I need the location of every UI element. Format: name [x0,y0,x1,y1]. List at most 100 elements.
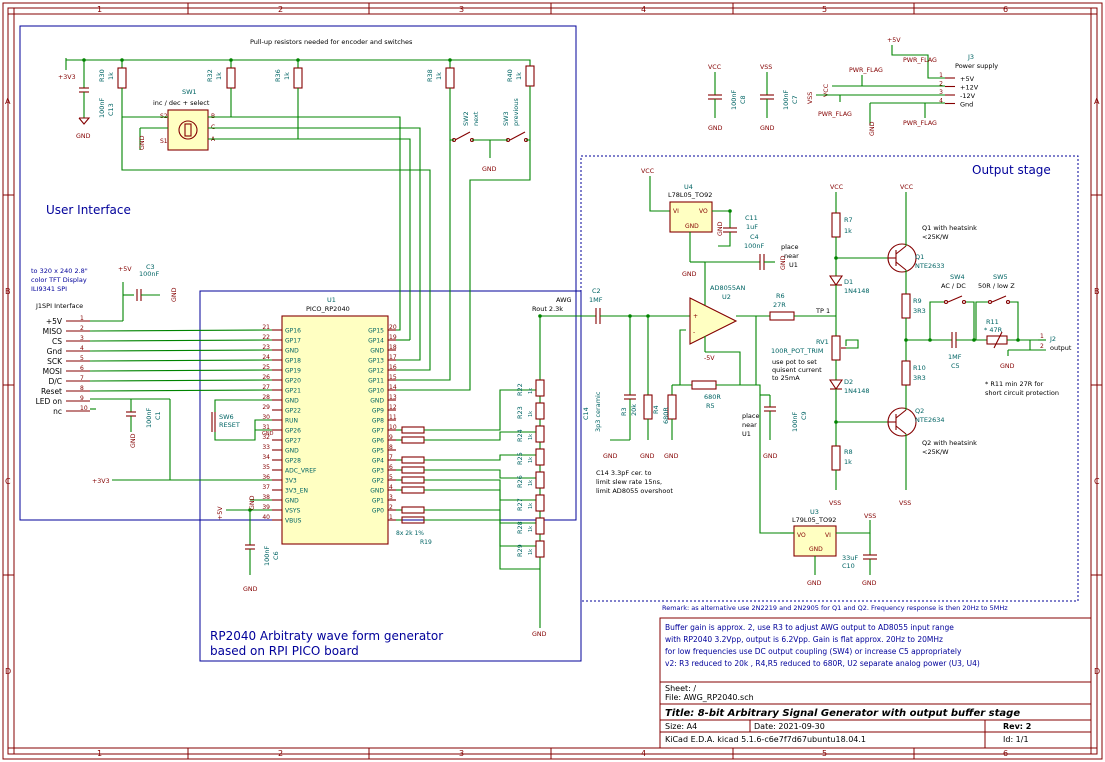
pico-left-pin-name: GP20 [285,378,301,385]
u4-ref: U4 [684,183,693,191]
u2-minus: - [693,329,695,336]
c4-value: 100nF [744,242,765,250]
pico-right-pin-name: GND [370,348,384,355]
r7-value: 1k [844,227,852,235]
j1-pin-number: 10 [80,405,88,412]
r19-wire-out [424,469,540,479]
switch-sw2: SW2 next [449,88,490,360]
ladder-resistor [535,448,545,466]
u3-vss: VSS [864,513,876,520]
j1-wire [89,339,273,342]
col-label-2-bottom: 2 [278,749,283,758]
pico-right-pin-name: GP5 [372,448,384,455]
r3-value: 20k [630,404,638,416]
pico-right-pin-number: 11 [389,414,397,421]
power-3v3-top: +3V3 [58,74,76,81]
c14-note-3: limit AD8055 overshoot [596,487,673,495]
col-label-5: 5 [822,5,827,14]
ladder-resistor [535,402,545,420]
r3-gnd: GND [640,453,655,460]
ladder-resistor [535,425,545,443]
pico-right-pin-number: 10 [389,424,397,431]
ladder-resistor-value: 1k [528,480,534,486]
u3-ref: U3 [810,508,819,516]
j3-pin-label: +12V [960,84,979,92]
j1-pin-label: Reset [41,387,62,396]
pico-left-pin-name: RUN [285,418,298,425]
r11-note-1: * R11 min 27R for [985,380,1044,388]
pico-left-pin-name: GP28 [285,458,301,465]
sw2-value: next [472,111,480,126]
d1-value: 1N4148 [844,287,870,295]
c7-gnd: GND [760,125,775,132]
pico-left-pin-name: GND [285,498,299,505]
u3-vi: VI [825,532,831,539]
pullup-note: Pull-up resistors needed for encoder and… [250,38,413,46]
sw1-ref: SW1 [182,88,197,96]
r5-ref: R5 [706,402,715,410]
r11-value: * 47R [984,326,1003,334]
q2-note-2: <25K/W [922,448,949,456]
ladder-resistor-value: 1k [528,457,534,463]
pico-right-pin-name: GND [370,398,384,405]
r6-value: 27R [773,301,786,309]
r4-ref: R4 [652,405,660,414]
user-interface-label: User Interface [46,203,131,217]
j1-pin-label: SCK [47,357,63,366]
r4-gnd: GND [664,453,679,460]
pico-left-pin-number: 24 [262,354,270,361]
pico-left-pin-name: VSYS [285,508,301,515]
resistor-r36: R36 1k [274,67,303,89]
pico-right-pin-number: 16 [389,364,397,371]
j1-wire [89,359,273,362]
r32-value: 1k [215,72,223,80]
description-line: v2: R3 reduced to 20k , R4,R5 reduced to… [665,659,980,668]
pico-right-pin-number: 18 [389,344,397,351]
sw6-gnd: GND [262,431,274,437]
capacitor-c9: C9 100nF GND [740,384,808,534]
ladder-resistor-ref: R26 [516,475,524,488]
r3-ref: R3 [620,407,628,416]
pico-left-pin-number: 28 [262,394,270,401]
c8-gnd: GND [708,125,723,132]
pico-left-pin-number: 32 [262,434,270,441]
j1-pin-label: LED on [36,397,63,406]
pico-rp2040-u1: U1 PICO_RP2040 GP1621GP1722GND23GP1824GP… [262,296,397,545]
pico-right-pin-number: 19 [389,334,397,341]
c14-gnd: GND [603,453,618,460]
row-label-a-right: A [1094,97,1100,106]
pico-left-pin-name: GND [285,448,299,455]
r19-element [401,426,425,434]
pico-right-pin-name: GP10 [368,388,384,395]
pico-right-pin-number: 13 [389,394,397,401]
ladder-resistor-value: 1k [528,526,534,532]
col-label-2: 2 [278,5,283,14]
display-title: to 320 x 240 2.8" [31,267,88,275]
j3-value: Power supply [955,62,998,70]
j1-pin-number: 6 [80,365,84,372]
c7-ref: C7 [791,95,799,104]
title-tool: KiCad E.D.A. kicad 5.1.6-c6e7f7d67ubuntu… [665,735,866,744]
resistor-r32: R32 1k [206,67,236,89]
r19-element [401,466,425,474]
j2-gnd: GND [1000,363,1015,370]
ladder-resistor-value: 1k [528,388,534,394]
title-block: Sheet: / File: AWG_RP2040.sch Title: 8-b… [659,681,1092,749]
pico-right-pin-number: 20 [389,324,397,331]
c8-ref: C8 [739,95,747,104]
c7-vss: VSS [760,64,772,71]
c13-gnd: GND [76,133,91,140]
description-line: with RP2040 3.2Vpp, output is 6.2Vpp. Ga… [665,635,943,644]
r30-ref: R30 [98,69,106,82]
j1-pin-label: D/C [48,377,62,386]
u2-ref: U2 [722,293,731,301]
pico-left-pin-name: GND [285,348,299,355]
col-label-5-bottom: 5 [822,749,827,758]
description-block: Buffer gain is approx. 2, use R3 to adju… [659,617,1092,683]
r36-ref: R36 [274,69,282,82]
c3-ref: C3 [146,263,155,271]
c2-ref: C2 [592,287,601,295]
c9-ref: C9 [800,411,808,420]
transistor-q2: Q2 NTE2634 Q2 with heatsink <25K/W VSS [887,385,977,507]
